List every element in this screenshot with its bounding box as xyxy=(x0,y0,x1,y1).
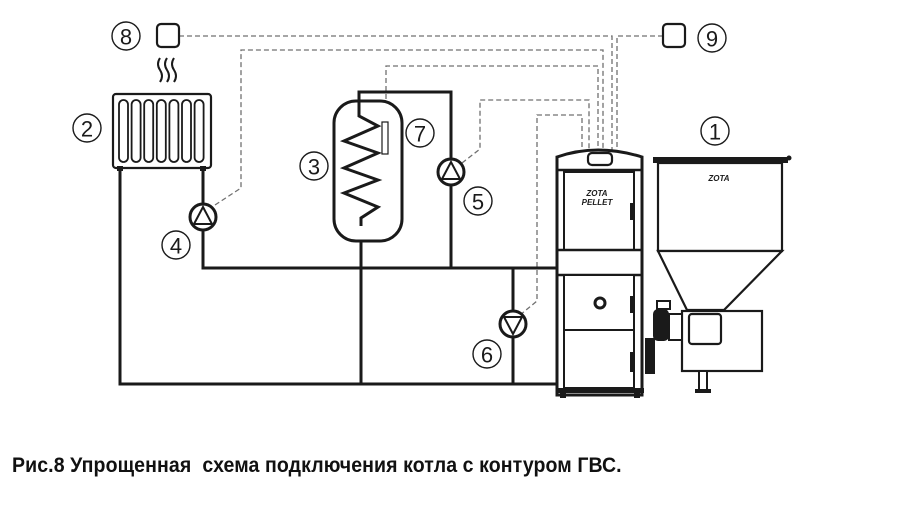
boiler-brand-zota: ZOTA xyxy=(585,189,607,198)
hot-water-tank: 3 7 xyxy=(299,92,435,243)
return-pipe xyxy=(118,168,556,386)
signal-line-pump-6 xyxy=(519,114,583,316)
radiator-fins xyxy=(118,99,205,163)
label-circle-8 xyxy=(111,21,141,51)
boiler-brand-pellet: PELLET xyxy=(582,198,614,207)
label-5: 5 xyxy=(472,190,484,215)
boiler-foot-right xyxy=(634,393,640,398)
auger-leg xyxy=(698,370,708,391)
heat-wave-icon xyxy=(157,57,177,83)
label-circle-7 xyxy=(405,118,435,148)
auger-leg-foot xyxy=(695,389,711,393)
auger-motor xyxy=(653,309,669,341)
pump-5: 5 xyxy=(436,157,493,216)
pellet-boiler: ZOTA PELLET xyxy=(555,148,644,398)
label-circle-5 xyxy=(463,186,493,216)
boiler-ash-door xyxy=(563,329,635,389)
hopper-lid xyxy=(653,157,788,163)
room-thermostat: 8 xyxy=(111,21,181,51)
label-circle-4 xyxy=(161,230,191,260)
radiator-fin xyxy=(181,99,192,163)
ash-door-handle xyxy=(630,352,633,372)
pellet-hopper: 1 ZOTA xyxy=(645,116,792,393)
radiator-fin xyxy=(118,99,129,163)
radiator-foot-right xyxy=(200,166,206,171)
burner-peephole xyxy=(593,296,607,310)
burner-flange xyxy=(645,338,655,374)
label-circle-2 xyxy=(72,113,102,143)
hopper-cone xyxy=(656,249,785,312)
label-circle-1 xyxy=(700,116,730,146)
outdoor-sensor-box xyxy=(661,22,687,49)
radiator-fin xyxy=(168,99,180,163)
label-6: 6 xyxy=(481,343,493,368)
hopper-lid-hinge xyxy=(786,155,792,161)
pump-5-arrow-up-icon xyxy=(440,159,462,180)
heating-scheme-diagram: 8 9 2 4 3 7 5 xyxy=(72,21,792,398)
boiler-foot-left xyxy=(560,393,566,398)
motor-coupling xyxy=(668,313,683,341)
boiler-base xyxy=(556,388,644,393)
boiler-control-panel xyxy=(586,151,614,167)
label-7: 7 xyxy=(414,122,426,147)
outdoor-sensor: 9 xyxy=(661,22,727,53)
radiator-fin xyxy=(143,99,155,163)
radiator-fin xyxy=(193,99,205,163)
auger-inspection-window xyxy=(687,312,723,346)
temperature-sensor-7 xyxy=(381,121,389,155)
pump-4-arrow-up-icon xyxy=(192,204,214,225)
label-4: 4 xyxy=(170,234,182,259)
tank-coil xyxy=(339,92,383,226)
boiler-upper-door xyxy=(563,171,635,251)
radiator-fin xyxy=(130,99,142,163)
label-9: 9 xyxy=(706,27,718,52)
label-3: 3 xyxy=(308,155,320,180)
radiator-fin xyxy=(155,99,167,163)
signal-line-pump-4 xyxy=(214,49,604,206)
supply-pipe xyxy=(201,168,556,270)
thermostat-box xyxy=(155,22,181,49)
pump-6: 6 xyxy=(472,309,528,369)
label-circle-6 xyxy=(472,339,502,369)
signal-lines xyxy=(179,35,663,316)
pump-6-arrow-down-icon xyxy=(502,316,524,337)
label-8: 8 xyxy=(120,25,132,50)
motor-cap xyxy=(656,300,671,310)
label-2: 2 xyxy=(81,117,93,142)
label-circle-3 xyxy=(299,151,329,181)
hopper-top-box xyxy=(656,161,784,253)
pump-4: 4 xyxy=(161,202,218,260)
figure-caption: Рис.8 Упрощенная схема подключения котла… xyxy=(12,454,622,477)
upper-door-handle xyxy=(630,203,633,220)
signal-line-outdoor-sensor xyxy=(616,35,663,152)
radiator-foot-left xyxy=(117,166,123,171)
hopper-brand: ZOTA xyxy=(707,174,729,183)
label-1: 1 xyxy=(709,120,721,145)
radiator: 2 xyxy=(72,57,213,171)
burner-door-handle xyxy=(630,296,633,313)
signal-line-thermostat xyxy=(179,35,613,152)
label-circle-9 xyxy=(697,23,727,53)
signal-line-sensor-7 xyxy=(385,65,599,152)
